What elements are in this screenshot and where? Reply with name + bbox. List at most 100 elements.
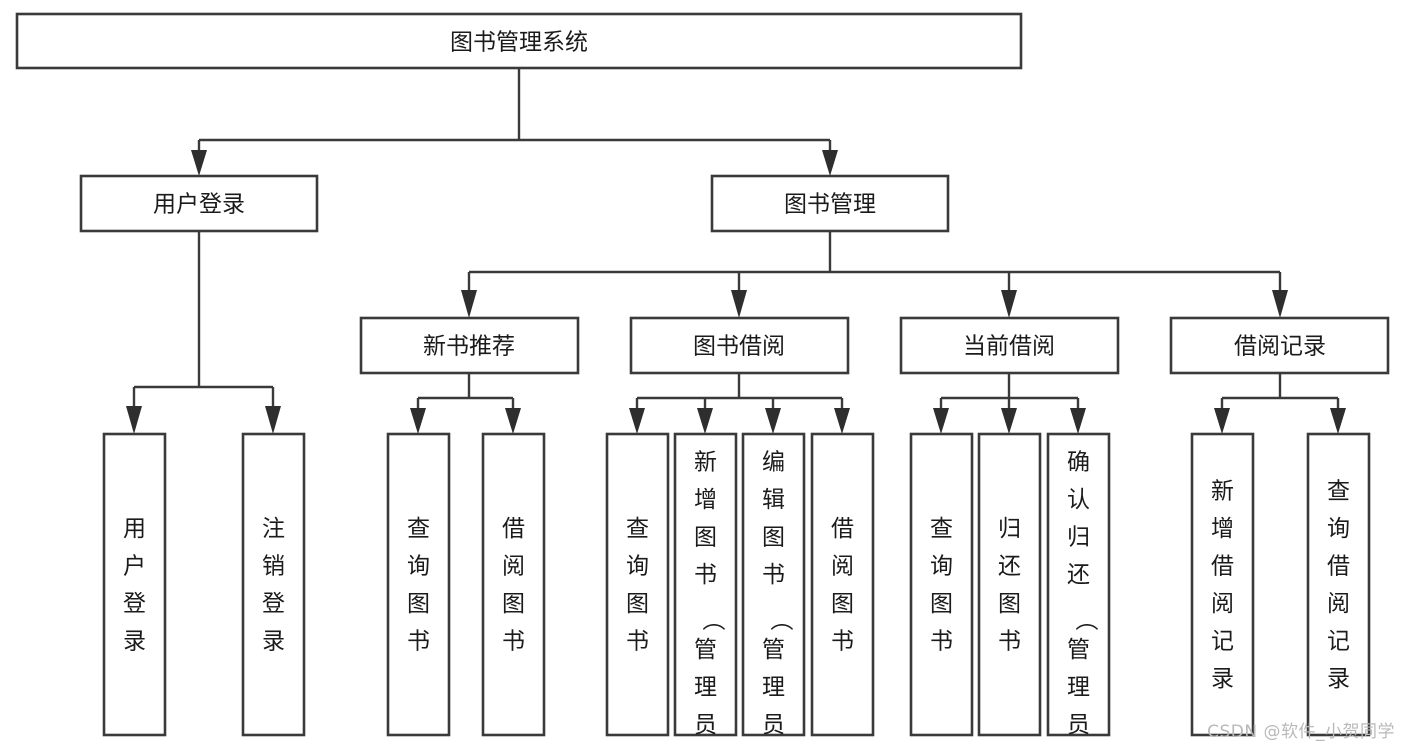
node-leaf-return-book-box[interactable] xyxy=(977,432,1042,737)
node-leaf-query-book-3-box[interactable] xyxy=(909,432,974,737)
node-current-borrow-box[interactable] xyxy=(899,316,1120,375)
node-leaf-query-record-box[interactable] xyxy=(1306,432,1371,737)
arrowhead-leaf-edit-book xyxy=(765,408,781,434)
node-leaf-borrow-book-2-box[interactable] xyxy=(810,432,875,737)
label-char: 图 xyxy=(502,591,525,617)
node-book-management-box[interactable] xyxy=(710,174,950,233)
label-char: 图 xyxy=(626,591,649,617)
node-user-login-box[interactable] xyxy=(79,174,319,233)
node-leaf-user-login-label: 用户登录 xyxy=(123,516,146,655)
label-char: 图 xyxy=(694,525,717,551)
node-leaf-add-book[interactable] xyxy=(673,432,738,737)
node-leaf-user-login[interactable] xyxy=(102,432,167,737)
label-char: 增 xyxy=(1211,516,1234,542)
arrowhead-borrow-record xyxy=(1272,290,1288,318)
label-char: 员 xyxy=(1067,712,1090,738)
node-current-borrow[interactable]: 当前借阅 xyxy=(899,316,1120,375)
label-char: 借 xyxy=(1211,553,1234,579)
label-char: 归 xyxy=(1067,525,1090,551)
label-char: 书 xyxy=(694,562,717,588)
label-char: 登 xyxy=(123,591,146,617)
node-leaf-query-record[interactable] xyxy=(1306,432,1371,737)
node-leaf-user-login-box[interactable] xyxy=(102,432,167,737)
node-leaf-query-book-2[interactable] xyxy=(605,432,670,737)
node-leaf-query-book-3[interactable] xyxy=(909,432,974,737)
node-book-management-label: 图书管理 xyxy=(784,192,876,218)
node-leaf-borrow-book-1[interactable] xyxy=(481,432,546,737)
arrowhead-leaf-query-book-3 xyxy=(933,408,949,434)
label-char: 询 xyxy=(407,553,430,579)
node-root-box[interactable] xyxy=(15,12,1023,70)
node-leaf-query-book-1[interactable] xyxy=(386,432,451,737)
node-user-login[interactable]: 用户登录 xyxy=(79,174,319,233)
label-char: 书 xyxy=(762,562,785,588)
label-char: 管 xyxy=(694,637,717,663)
label-char: 书 xyxy=(407,628,430,654)
label-char: 书 xyxy=(930,628,953,654)
node-new-book-recommend[interactable]: 新书推荐 xyxy=(359,316,580,375)
label-char: 询 xyxy=(626,553,649,579)
label-char: 询 xyxy=(1327,516,1350,542)
node-leaf-confirm-return[interactable] xyxy=(1046,432,1111,737)
node-new-book-recommend-box[interactable] xyxy=(359,316,580,375)
node-current-borrow-label: 当前借阅 xyxy=(963,334,1055,360)
node-book-borrow[interactable]: 图书借阅 xyxy=(629,316,850,375)
label-char: 还 xyxy=(998,553,1021,579)
label-char: 借 xyxy=(831,516,854,542)
label-char: 录 xyxy=(1211,666,1234,692)
label-char: 录 xyxy=(123,628,146,654)
label-char: 阅 xyxy=(831,553,854,579)
vertical-labels-group: 用户登录注销登录查询图书借阅图书查询图书新增图书（管理员）编辑图书（管理员）借阅… xyxy=(123,450,1350,739)
label-char: 确 xyxy=(1067,450,1090,476)
label-char: 图 xyxy=(831,591,854,617)
arrowhead-leaf-borrow-book-2 xyxy=(834,408,850,434)
label-char: 理 xyxy=(762,675,785,701)
node-leaf-confirm-return-box[interactable] xyxy=(1046,432,1111,737)
label-char: 图 xyxy=(407,591,430,617)
arrowhead-leaf-borrow-book-1 xyxy=(505,408,521,434)
node-borrow-record[interactable]: 借阅记录 xyxy=(1169,316,1390,375)
node-leaf-query-book-2-box[interactable] xyxy=(605,432,670,737)
node-borrow-record-box[interactable] xyxy=(1169,316,1390,375)
label-char: 询 xyxy=(930,553,953,579)
node-book-borrow-box[interactable] xyxy=(629,316,850,375)
label-char: 书 xyxy=(831,628,854,654)
node-leaf-borrow-book-1-box[interactable] xyxy=(481,432,546,737)
label-char: （ xyxy=(700,608,726,631)
node-leaf-query-book-1-box[interactable] xyxy=(386,432,451,737)
label-char: 理 xyxy=(694,675,717,701)
node-leaf-add-record[interactable] xyxy=(1190,432,1255,737)
arrowhead-leaf-query-book-1 xyxy=(410,408,426,434)
node-leaf-add-book-box[interactable] xyxy=(673,432,738,737)
node-leaf-user-logout-box[interactable] xyxy=(241,432,306,737)
label-char: （ xyxy=(768,608,794,631)
node-leaf-edit-book-box[interactable] xyxy=(741,432,806,737)
node-root[interactable]: 图书管理系统 xyxy=(15,12,1023,70)
label-char: 阅 xyxy=(1211,591,1234,617)
arrowhead-leaf-query-book-2 xyxy=(629,408,645,434)
arrowhead-leaf-return-book xyxy=(1001,408,1017,434)
arrowhead-new-book-recommend xyxy=(461,290,477,318)
arrowhead-current-borrow xyxy=(1001,290,1017,318)
arrowhead-book-borrow xyxy=(731,290,747,318)
arrowhead-leaf-add-book xyxy=(697,408,713,434)
node-book-management[interactable]: 图书管理 xyxy=(710,174,950,233)
label-char: 注 xyxy=(262,516,285,542)
label-char: 记 xyxy=(1327,628,1350,654)
label-char: 查 xyxy=(407,516,430,542)
node-leaf-borrow-book-2[interactable] xyxy=(810,432,875,737)
node-leaf-user-logout[interactable] xyxy=(241,432,306,737)
node-leaf-add-record-box[interactable] xyxy=(1190,432,1255,737)
arrowhead-book-management xyxy=(822,150,838,176)
label-char: 认 xyxy=(1067,487,1090,513)
node-leaf-edit-book[interactable] xyxy=(741,432,806,737)
node-leaf-return-book[interactable] xyxy=(977,432,1042,737)
label-char: （ xyxy=(1073,608,1099,631)
arrowhead-leaf-add-record xyxy=(1214,408,1230,434)
